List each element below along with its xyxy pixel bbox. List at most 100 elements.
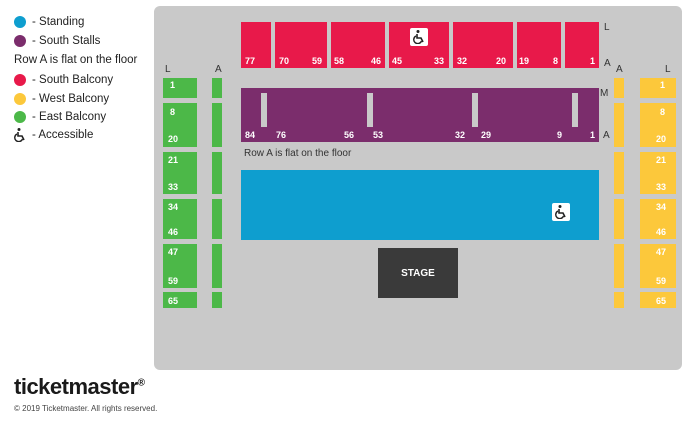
row-label: L — [604, 22, 610, 33]
seat-number: 9 — [557, 130, 563, 140]
south-balcony-block[interactable] — [275, 22, 327, 68]
seat-number: 1 — [170, 80, 176, 90]
south-balcony-block[interactable] — [453, 22, 513, 68]
seat-number: 20 — [656, 134, 667, 144]
legend-label: - Standing — [32, 16, 85, 28]
row-label: M — [600, 88, 609, 99]
south-stalls-block[interactable] — [241, 88, 599, 142]
seat-number: 58 — [334, 56, 345, 66]
seat-number: 33 — [434, 56, 445, 66]
seat-number: 34 — [656, 202, 667, 212]
west-balcony-block[interactable] — [640, 152, 676, 194]
seat-number: 59 — [312, 56, 323, 66]
west-balcony-block[interactable] — [614, 78, 624, 98]
east-balcony-block[interactable] — [163, 103, 197, 147]
stage: STAGE — [378, 248, 458, 298]
seat-number: 47 — [168, 247, 179, 257]
seat-number: 77 — [245, 56, 256, 66]
seat-number: 84 — [245, 130, 256, 140]
east-balcony-block[interactable] — [163, 244, 197, 288]
seat-number: 45 — [392, 56, 403, 66]
brand-mark: ® — [137, 377, 145, 389]
west-balcony-block[interactable] — [614, 152, 624, 194]
floor-note: Row A is flat on the floor — [244, 148, 352, 159]
west-balcony-block[interactable] — [614, 244, 624, 288]
seat-number: 59 — [656, 276, 667, 286]
south-stalls-dot-icon — [14, 35, 26, 47]
copyright: © 2019 Ticketmaster. All rights reserved… — [14, 404, 158, 413]
seat-number: 19 — [519, 56, 530, 66]
west-balcony-dot-icon — [14, 93, 26, 105]
seat-number: 32 — [455, 130, 466, 140]
seat-number: 34 — [168, 202, 179, 212]
west-balcony-block[interactable] — [640, 292, 676, 308]
seat-number: 46 — [168, 227, 179, 237]
aisle — [367, 93, 373, 127]
west-balcony-block[interactable] — [614, 103, 624, 147]
ticketmaster-logo: ticketmaster® — [14, 374, 145, 400]
legend-label: - South Balcony — [32, 74, 114, 86]
row-label: A — [215, 64, 222, 75]
seat-number: 21 — [168, 155, 179, 165]
seat-number: 65 — [168, 296, 179, 306]
row-label: L — [665, 64, 671, 75]
seat-number: 8 — [170, 107, 176, 117]
seat-number: 33 — [168, 182, 179, 192]
standing-dot-icon — [14, 16, 26, 28]
south-balcony-dot-icon — [14, 74, 26, 86]
legend-label: Row A is flat on the floor — [14, 54, 138, 66]
east-balcony-block[interactable] — [163, 152, 197, 194]
east-balcony-block[interactable] — [212, 199, 222, 239]
south-balcony-block[interactable] — [517, 22, 561, 68]
west-balcony-block[interactable] — [640, 103, 676, 147]
seat-number: 21 — [656, 155, 667, 165]
east-balcony-block[interactable] — [212, 78, 222, 98]
legend-label: - West Balcony — [32, 93, 110, 105]
east-balcony-block[interactable] — [163, 292, 197, 308]
west-balcony-block[interactable] — [614, 199, 624, 239]
accessible-area[interactable] — [410, 28, 428, 46]
standing-area[interactable] — [241, 170, 599, 240]
row-label: A — [616, 64, 623, 75]
west-balcony-block[interactable] — [614, 292, 624, 308]
east-balcony-block[interactable] — [163, 199, 197, 239]
west-balcony-block[interactable] — [640, 199, 676, 239]
row-label: A — [604, 58, 611, 69]
west-balcony-block[interactable] — [640, 244, 676, 288]
wheelchair-icon — [413, 30, 424, 44]
seat-number: 59 — [168, 276, 179, 286]
south-balcony-block[interactable] — [241, 22, 271, 68]
seat-number: 20 — [168, 134, 179, 144]
aisle — [572, 93, 578, 127]
west-balcony-block[interactable] — [640, 78, 676, 98]
brand-name: ticketmaster — [14, 374, 138, 399]
aisle — [261, 93, 267, 127]
seat-number: 46 — [656, 227, 667, 237]
row-label: A — [603, 130, 610, 141]
seat-number: 20 — [496, 56, 507, 66]
legend-label: - South Stalls — [32, 35, 101, 47]
seat-number: 65 — [656, 296, 667, 306]
east-balcony-block[interactable] — [212, 152, 222, 194]
east-balcony-block[interactable] — [163, 78, 197, 98]
seat-number: 46 — [371, 56, 382, 66]
seat-number: 8 — [660, 107, 666, 117]
legend-label: - East Balcony — [32, 111, 107, 123]
seat-number: 53 — [373, 130, 384, 140]
accessible-area[interactable] — [552, 203, 570, 221]
seat-number: 33 — [656, 182, 667, 192]
east-balcony-dot-icon — [14, 111, 26, 123]
seat-number: 1 — [590, 130, 596, 140]
east-balcony-block[interactable] — [212, 244, 222, 288]
seat-number: 70 — [279, 56, 290, 66]
legend-label: - Accessible — [32, 129, 94, 141]
south-balcony-block[interactable] — [331, 22, 385, 68]
wheelchair-icon — [555, 205, 566, 219]
east-balcony-block[interactable] — [212, 103, 222, 147]
seat-number: 29 — [481, 130, 492, 140]
south-balcony-block[interactable] — [565, 22, 599, 68]
seat-number: 47 — [656, 247, 667, 257]
east-balcony-block[interactable] — [212, 292, 222, 308]
seat-number: 76 — [276, 130, 287, 140]
seat-number: 1 — [660, 80, 666, 90]
